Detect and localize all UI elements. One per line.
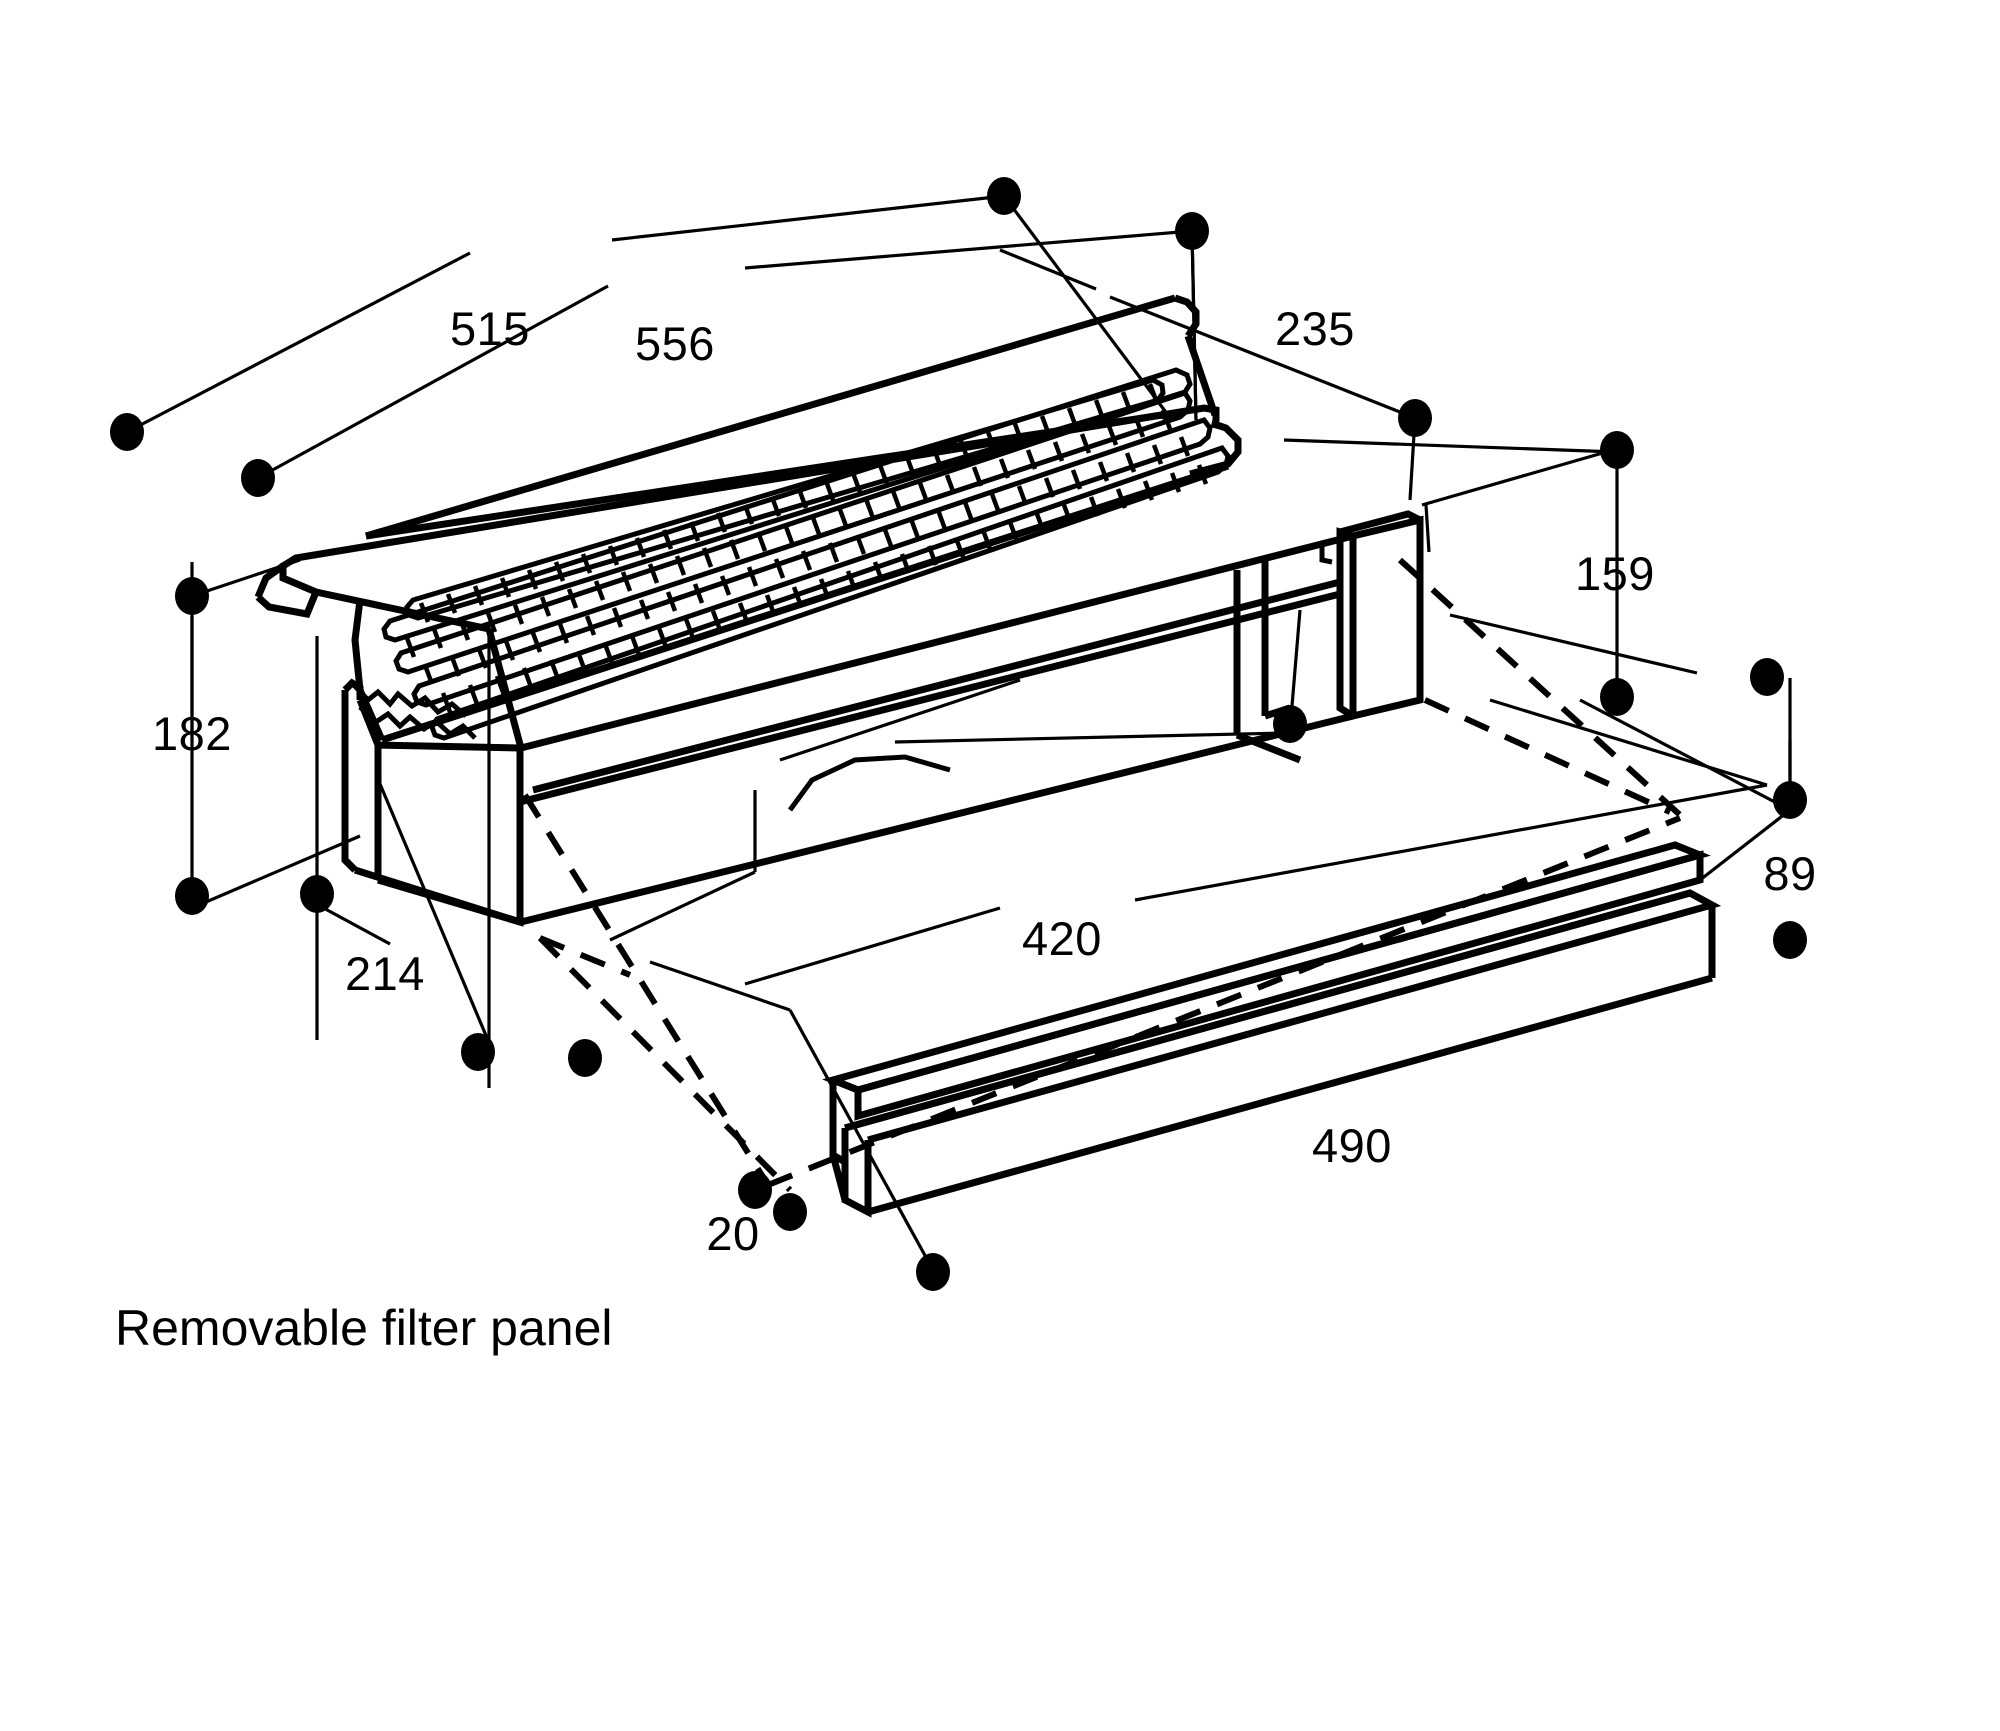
dimension-leader-lines xyxy=(126,194,1792,1271)
dimension-label-490: 490 xyxy=(1312,1119,1392,1172)
left-end-cap xyxy=(341,678,524,927)
dim-dot xyxy=(1273,705,1307,743)
dimension-label-556: 556 xyxy=(635,317,715,370)
dim-dot xyxy=(1773,781,1807,819)
dim-dot xyxy=(1398,399,1432,437)
dimension-endpoint-dots xyxy=(110,177,1807,1291)
dim-dot xyxy=(1773,921,1807,959)
removable-filter-panel xyxy=(822,841,1722,1218)
dimension-label-420: 420 xyxy=(1022,912,1102,965)
dimension-label-235: 235 xyxy=(1275,302,1355,355)
dimension-label-515: 515 xyxy=(450,302,530,355)
dim-dot xyxy=(916,1253,950,1291)
dimension-label-214: 214 xyxy=(345,947,425,1000)
dim-dot xyxy=(300,875,334,913)
dimension-label-20: 20 xyxy=(706,1207,759,1260)
right-end-cap xyxy=(1319,510,1424,721)
dim-dot xyxy=(241,459,275,497)
dim-dot xyxy=(738,1171,772,1209)
dimension-label-182: 182 xyxy=(152,707,232,760)
dim-dot xyxy=(1750,658,1784,696)
dimension-label-89: 89 xyxy=(1763,847,1816,900)
dim-dot xyxy=(987,177,1021,215)
dim-dot xyxy=(175,577,209,615)
dim-dot xyxy=(1600,431,1634,469)
drawing-caption: Removable filter panel xyxy=(115,1300,613,1356)
dim-dot xyxy=(773,1193,807,1231)
dim-dot xyxy=(1600,678,1634,716)
dim-dot xyxy=(175,877,209,915)
dim-dot xyxy=(110,413,144,451)
dimension-labels: 515 556 235 159 182 214 89 420 490 20 xyxy=(152,302,1816,1260)
dim-dot xyxy=(568,1039,602,1077)
dim-dot xyxy=(1175,212,1209,250)
hidden-projection-lines xyxy=(522,557,1683,1193)
dim-dot xyxy=(461,1033,495,1071)
dimension-label-159: 159 xyxy=(1575,547,1655,600)
hood-lower-body xyxy=(519,532,1354,926)
